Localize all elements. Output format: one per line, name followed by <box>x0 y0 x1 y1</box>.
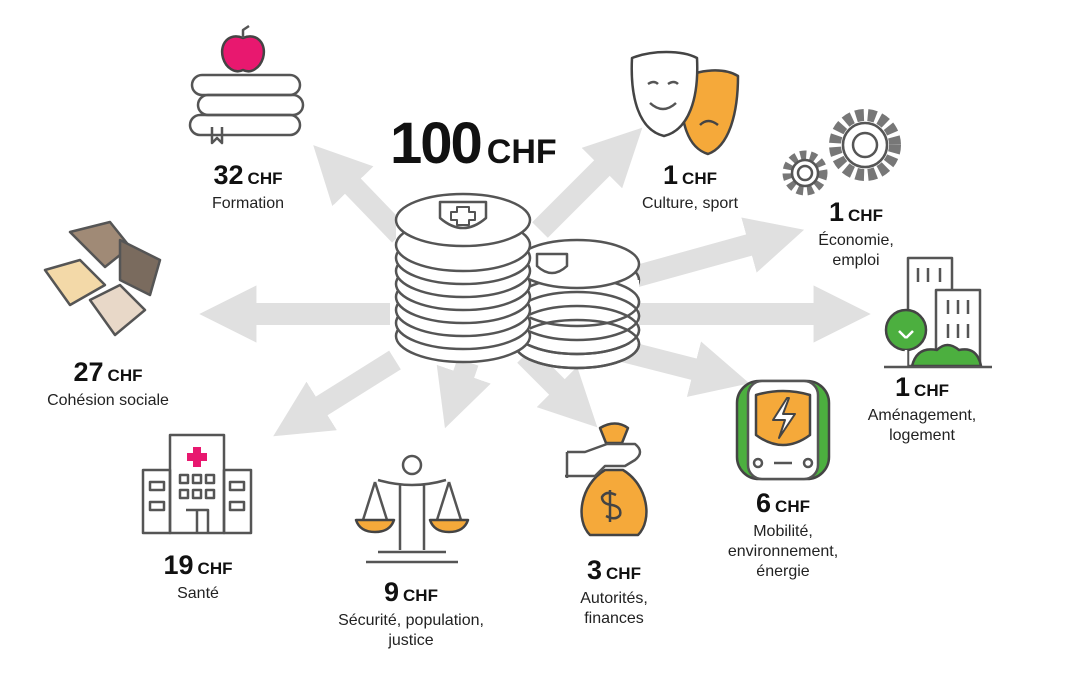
arrow-sante <box>273 350 401 437</box>
money-bag-icon <box>565 422 648 537</box>
joined-hands-icon <box>43 220 162 337</box>
electric-bus-icon <box>735 379 831 481</box>
books-apple-icon <box>188 24 305 145</box>
buildings-tree-icon <box>884 256 992 369</box>
arrow-formation <box>313 145 408 243</box>
arrow-economie <box>627 217 805 289</box>
coins-icon <box>394 192 641 370</box>
theatre-masks-icon <box>630 50 740 156</box>
gears-icon <box>782 109 901 196</box>
hospital-icon <box>141 433 253 535</box>
arrow-culture <box>532 127 643 238</box>
arrow-securite <box>436 358 491 429</box>
scales-justice-icon <box>354 454 470 564</box>
